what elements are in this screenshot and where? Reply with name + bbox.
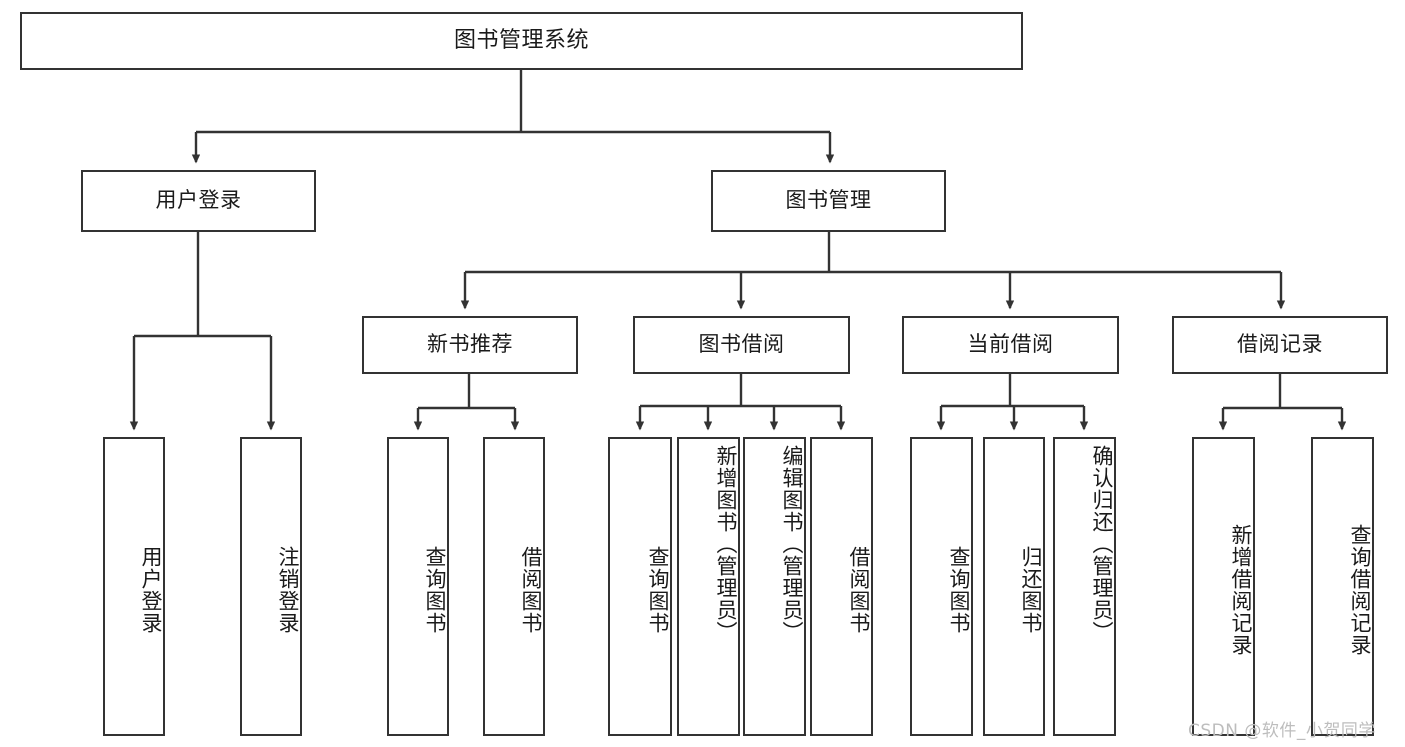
node-label: 新增图书（管理员） — [714, 445, 738, 643]
node-label: 用户登录 — [155, 188, 242, 213]
node-leaf-user-login[interactable]: 用户登录 — [103, 437, 165, 736]
node-leaf-logout[interactable]: 注销登录 — [240, 437, 302, 736]
node-label: 查询图书 — [423, 545, 447, 634]
node-current-borrowing[interactable]: 当前借阅 — [902, 316, 1119, 374]
node-leaf-query-books-current[interactable]: 查询图书 — [910, 437, 973, 736]
node-label: 归还图书 — [1019, 545, 1043, 634]
node-leaf-borrow-books[interactable]: 借阅图书 — [810, 437, 873, 736]
node-label: 确认归还（管理员） — [1090, 445, 1114, 643]
node-leaf-query-books[interactable]: 查询图书 — [608, 437, 672, 736]
node-leaf-add-borrow-record[interactable]: 新增借阅记录 — [1192, 437, 1255, 736]
node-leaf-query-books-new[interactable]: 查询图书 — [387, 437, 449, 736]
node-label: 注销登录 — [276, 545, 300, 634]
node-label: 借阅记录 — [1237, 332, 1323, 357]
node-user-login[interactable]: 用户登录 — [81, 170, 316, 232]
node-leaf-edit-book-admin[interactable]: 编辑图书（管理员） — [743, 437, 806, 736]
node-leaf-confirm-return-admin[interactable]: 确认归还（管理员） — [1053, 437, 1116, 736]
csdn-watermark: CSDN @软件_小贺同学 — [1188, 721, 1376, 741]
node-label: 新书推荐 — [427, 332, 513, 357]
node-label: 编辑图书（管理员） — [780, 445, 804, 643]
node-label: 当前借阅 — [967, 332, 1054, 357]
node-leaf-add-book-admin[interactable]: 新增图书（管理员） — [677, 437, 740, 736]
node-label: 新增借阅记录 — [1229, 523, 1253, 656]
node-label: 图书管理系统 — [453, 27, 589, 53]
node-label: 查询图书 — [947, 545, 971, 634]
node-label: 借阅图书 — [519, 545, 543, 634]
node-new-book-recommendation[interactable]: 新书推荐 — [362, 316, 578, 374]
node-borrowing-record[interactable]: 借阅记录 — [1172, 316, 1388, 374]
node-book-management[interactable]: 图书管理 — [711, 170, 946, 232]
node-book-borrowing[interactable]: 图书借阅 — [633, 316, 850, 374]
node-leaf-return-books[interactable]: 归还图书 — [983, 437, 1045, 736]
node-label: 图书管理 — [785, 188, 872, 213]
node-label: 用户登录 — [139, 545, 163, 634]
node-leaf-query-borrow-record[interactable]: 查询借阅记录 — [1311, 437, 1374, 736]
node-label: 查询借阅记录 — [1348, 523, 1372, 656]
node-leaf-borrow-books-new[interactable]: 借阅图书 — [483, 437, 545, 736]
node-root-book-management-system[interactable]: 图书管理系统 — [20, 12, 1023, 70]
node-label: 查询图书 — [646, 545, 670, 634]
node-label: 借阅图书 — [847, 545, 871, 634]
node-label: 图书借阅 — [698, 332, 785, 357]
